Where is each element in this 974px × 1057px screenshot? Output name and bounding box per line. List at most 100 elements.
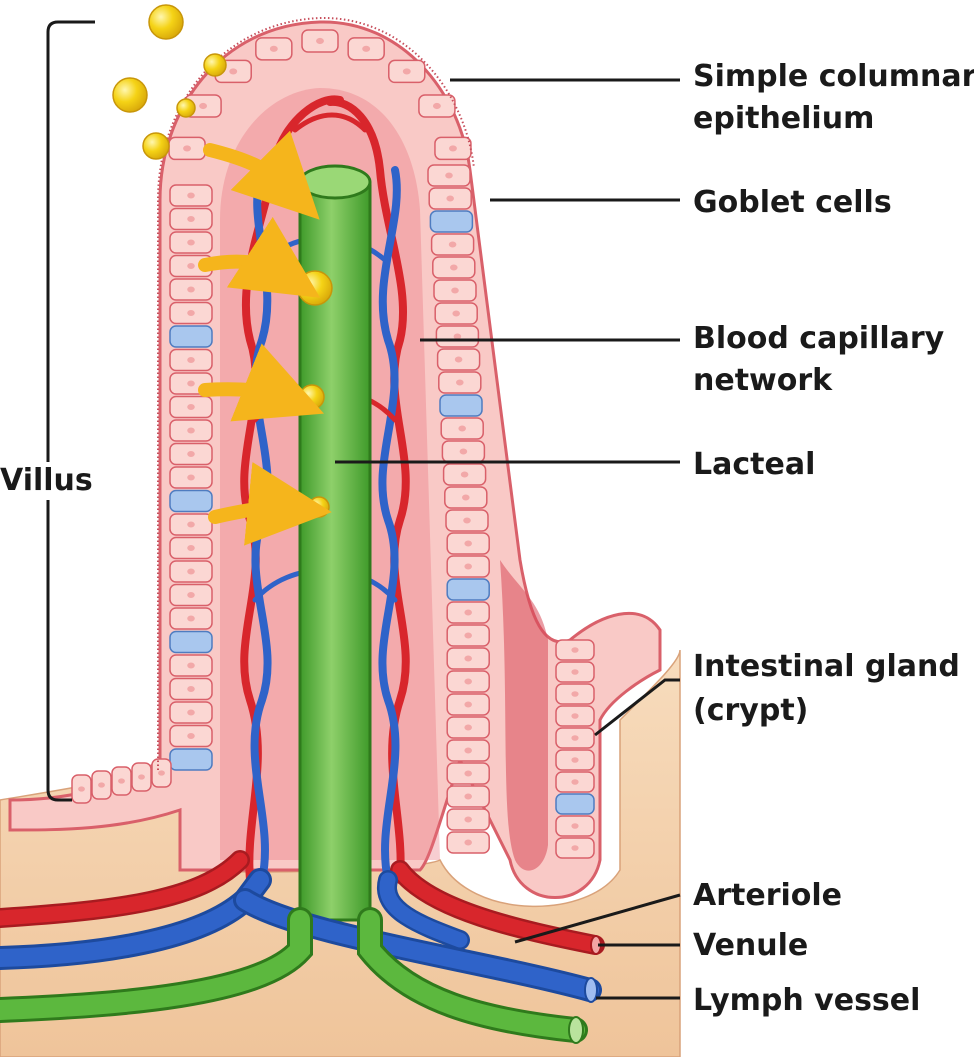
cell-nucleus — [464, 702, 472, 708]
label-gland-line2: (crypt) — [693, 693, 808, 728]
cell-nucleus — [461, 472, 469, 478]
cell-nucleus — [187, 310, 195, 316]
cell-nucleus — [571, 713, 578, 719]
cell-nucleus — [187, 240, 195, 246]
cell-nucleus — [187, 451, 195, 457]
villus-bracket — [48, 22, 95, 800]
cell-nucleus — [187, 193, 195, 199]
label-arteriole: Arteriole — [693, 878, 842, 913]
label-villus: Villus — [0, 463, 93, 498]
goblet-cell — [170, 491, 212, 512]
cell-nucleus — [571, 691, 578, 697]
cell-nucleus — [464, 564, 472, 570]
cell-nucleus — [464, 817, 472, 823]
cell-nucleus — [446, 196, 454, 202]
cell-nucleus — [462, 495, 470, 501]
label-gland-line1: Intestinal gland — [693, 649, 960, 684]
cell-nucleus — [316, 38, 324, 44]
cell-nucleus — [464, 541, 472, 547]
cell-nucleus — [187, 592, 195, 598]
cell-nucleus — [229, 68, 237, 74]
cell-nucleus — [183, 145, 191, 151]
cell-nucleus — [187, 545, 195, 551]
cell-nucleus — [187, 381, 195, 387]
cell-nucleus — [270, 46, 278, 52]
goblet-cell — [556, 794, 594, 814]
cell-nucleus — [464, 794, 472, 800]
fat-droplet-lacteal — [309, 497, 329, 517]
fat-droplet-lacteal — [298, 271, 332, 305]
cell-nucleus — [187, 616, 195, 622]
label-goblet-cells: Goblet cells — [693, 185, 892, 220]
cell-nucleus — [187, 686, 195, 692]
cell-nucleus — [571, 823, 578, 829]
goblet-cell — [430, 211, 472, 232]
label-lymph-vessel: Lymph vessel — [693, 983, 920, 1018]
cell-nucleus — [199, 103, 207, 109]
cell-nucleus — [571, 669, 578, 675]
cell-nucleus — [187, 663, 195, 669]
cell-nucleus — [460, 449, 468, 455]
goblet-cell — [170, 749, 212, 770]
cell-nucleus — [187, 263, 195, 269]
cell-nucleus — [571, 757, 578, 763]
cell-nucleus — [464, 679, 472, 685]
cell-nucleus — [571, 735, 578, 741]
fat-droplet — [143, 133, 169, 159]
cell-nucleus — [458, 426, 466, 432]
goblet-cell — [447, 579, 489, 600]
fat-droplet — [177, 99, 195, 117]
cell-nucleus — [118, 778, 125, 783]
cell-nucleus — [187, 569, 195, 575]
cell-nucleus — [187, 428, 195, 434]
cell-nucleus — [571, 647, 578, 653]
cell-nucleus — [78, 786, 85, 791]
fat-droplet-lacteal — [300, 385, 324, 409]
goblet-cell — [170, 326, 212, 347]
cell-nucleus — [455, 357, 463, 363]
cell-nucleus — [158, 770, 165, 775]
cell-nucleus — [98, 782, 105, 787]
fat-droplet — [204, 54, 226, 76]
label-capillary-line2: network — [693, 363, 833, 398]
cell-nucleus — [464, 725, 472, 731]
label-venule: Venule — [693, 928, 808, 963]
cell-nucleus — [187, 216, 195, 222]
lacteal-top — [300, 166, 370, 198]
cell-nucleus — [138, 774, 145, 779]
cell-nucleus — [187, 404, 195, 410]
fat-droplet — [149, 5, 183, 39]
cell-nucleus — [187, 475, 195, 481]
label-lacteal: Lacteal — [693, 447, 815, 482]
cell-nucleus — [187, 357, 195, 363]
goblet-cell — [440, 395, 482, 416]
cell-nucleus — [433, 103, 441, 109]
cell-nucleus — [362, 46, 370, 52]
fat-droplet — [113, 78, 147, 112]
cell-nucleus — [571, 779, 578, 785]
cell-nucleus — [451, 288, 459, 294]
cell-nucleus — [187, 287, 195, 293]
cell-nucleus — [456, 380, 464, 386]
cell-nucleus — [452, 311, 460, 317]
cell-nucleus — [464, 840, 472, 846]
cell-nucleus — [463, 518, 471, 524]
cell-nucleus — [187, 733, 195, 739]
cell-nucleus — [445, 173, 453, 179]
cell-nucleus — [571, 845, 578, 851]
cell-nucleus — [187, 710, 195, 716]
cell-nucleus — [187, 522, 195, 528]
cell-nucleus — [450, 265, 458, 271]
goblet-cell — [170, 632, 212, 653]
cell-nucleus — [464, 748, 472, 754]
cell-nucleus — [464, 771, 472, 777]
cell-nucleus — [449, 145, 457, 151]
cell-nucleus — [403, 68, 411, 74]
label-epithelium-line2: epithelium — [693, 101, 874, 136]
cell-nucleus — [464, 656, 472, 662]
cell-nucleus — [464, 633, 472, 639]
cell-nucleus — [449, 242, 457, 248]
cell-nucleus — [464, 610, 472, 616]
